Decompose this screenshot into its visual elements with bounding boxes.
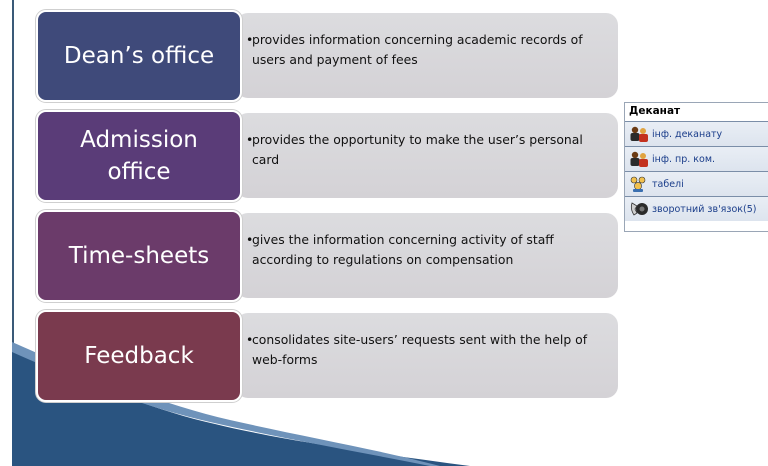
- description-value: consolidates site-users’ requests sent w…: [252, 332, 588, 367]
- description-box: [236, 113, 618, 198]
- label-text: Dean’s office: [63, 42, 215, 69]
- menu-item-feedback[interactable]: зворотний зв'язок(5): [625, 196, 768, 221]
- left-accent-rule: [12, 0, 14, 466]
- menu-item-label: табелі: [652, 178, 684, 190]
- description-box: [236, 213, 618, 298]
- menu-item-label: інф. деканату: [652, 128, 723, 140]
- time-sheets-label: Time-sheets: [36, 210, 242, 302]
- bullet: •: [246, 232, 254, 247]
- admission-office-label: Admission office: [36, 110, 242, 202]
- description-value: provides the opportunity to make the use…: [252, 132, 583, 167]
- description-value: gives the information concerning activit…: [252, 232, 554, 267]
- menu-item-deans-info[interactable]: інф. деканату: [625, 121, 768, 146]
- phone-icon: [628, 200, 650, 218]
- description-value: provides information concerning academic…: [252, 32, 583, 67]
- bullet: •: [246, 332, 254, 347]
- description-text: • gives the information concerning activ…: [246, 230, 602, 270]
- menu-item-timesheets[interactable]: табелі: [625, 171, 768, 196]
- group-icon: [628, 175, 650, 193]
- deans-office-label: Dean’s office: [36, 10, 242, 102]
- menu-item-admission-info[interactable]: інф. пр. ком.: [625, 146, 768, 171]
- feedback-label: Feedback: [36, 310, 242, 402]
- menu-title: Деканат: [629, 105, 681, 117]
- menu-item-label: зворотний зв'язок(5): [652, 203, 757, 215]
- row-time-sheets: Time-sheets • gives the information conc…: [36, 210, 618, 302]
- bullet: •: [246, 132, 254, 147]
- label-text: Time-sheets: [68, 242, 210, 269]
- people-icon: [628, 125, 650, 143]
- deans-menu-panel: Деканат інф. деканату інф. пр. ком.: [624, 102, 768, 232]
- description-text: • provides information concerning academ…: [246, 30, 602, 70]
- menu-item-label: інф. пр. ком.: [652, 153, 716, 165]
- row-deans-office: Dean’s office • provides information con…: [36, 10, 618, 102]
- row-feedback: Feedback • consolidates site-users’ requ…: [36, 310, 618, 402]
- description-text: • consolidates site-users’ requests sent…: [246, 330, 602, 370]
- bullet: •: [246, 32, 254, 47]
- row-admission-office: Admission office • provides the opportun…: [36, 110, 618, 202]
- description-text: • provides the opportunity to make the u…: [246, 130, 602, 170]
- description-box: [236, 313, 618, 398]
- label-text: Feedback: [84, 342, 194, 369]
- description-box: [236, 13, 618, 98]
- label-text: Admission office: [80, 126, 198, 185]
- people-icon: [628, 150, 650, 168]
